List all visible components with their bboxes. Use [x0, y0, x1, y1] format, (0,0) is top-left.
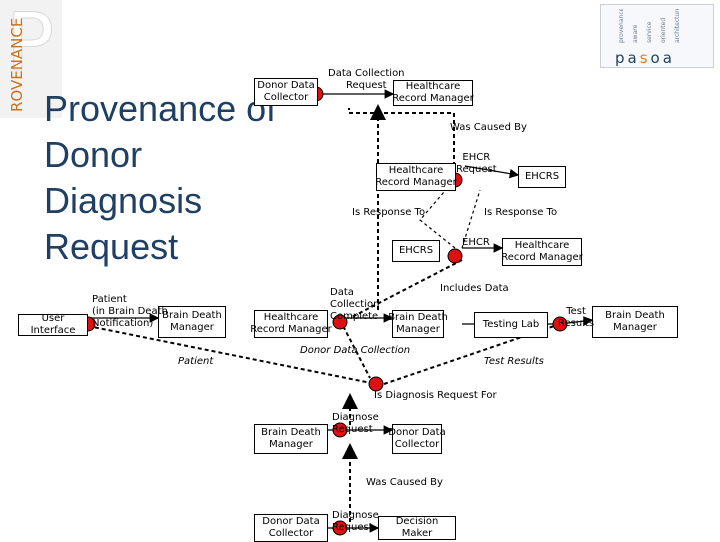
decision-maker-box: Decision Maker	[378, 516, 456, 540]
was-caused-by-bottom-label: Was Caused By	[366, 477, 443, 488]
patient-edge-label: Patient	[178, 356, 214, 367]
hc-manager-low-box: Healthcare Record Manager	[250, 310, 332, 338]
data-collection-complete-label: Data Collection Complete	[330, 287, 380, 322]
logo-vertical-text: ROVENANCE	[8, 18, 26, 112]
is-response-to-left-label: Is Response To	[352, 207, 426, 218]
edge-is-response-to-right	[461, 189, 481, 249]
diagnose-request-1-label: Diagnose Request	[332, 412, 379, 435]
ehcrs-mid-box: EHCRS	[392, 240, 440, 262]
hc-manager-right-box: Healthcare Record Manager	[501, 238, 583, 266]
title-line: Request	[44, 226, 179, 267]
node-diagnose-request-2	[332, 520, 348, 536]
donor-collector-center-box: Donor Data Collector	[388, 424, 446, 454]
pasoa-logo: provenance aware service oriented archit…	[600, 4, 714, 68]
provenance-logo: P ROVENANCE	[0, 0, 62, 118]
node-data-collection-complete	[332, 314, 348, 330]
bd-manager-mid-box: Brain Death Manager	[388, 310, 448, 338]
svg-text:provenance: provenance	[618, 9, 625, 43]
is-diagnosis-request-for-label: Is Diagnosis Request For	[374, 390, 497, 401]
ehcrs-top-box: EHCRS	[518, 166, 566, 188]
donor-collector-bottom-box: Donor Data Collector	[254, 514, 328, 542]
diagnose-request-2-label: Diagnose Request	[332, 510, 379, 533]
node-diagnose-request-1	[332, 422, 348, 438]
edge-ehcr-request-to-ehcrs	[464, 165, 520, 179]
edge-includes-data	[349, 259, 463, 319]
ehcr-request-label: EHCR Request	[456, 152, 497, 175]
includes-data-label: Includes Data	[440, 283, 509, 294]
bd-manager-center-box: Brain Death Manager	[254, 424, 328, 454]
page-title: Provenance of Donor Diagnosis Request	[44, 86, 324, 270]
ehcr-label: EHCR	[462, 237, 490, 248]
svg-text:oriented: oriented	[660, 18, 667, 43]
node-ehcr	[447, 248, 463, 264]
title-line: Provenance of	[44, 88, 277, 129]
node-convergence	[368, 376, 384, 392]
dc-request-label: Data Collection Request	[328, 68, 405, 91]
hc-manager-mid-box: Healthcare Record Manager	[375, 163, 457, 191]
testing-lab-box: Testing Lab	[474, 312, 548, 338]
donor-collector-top-box: Donor Data Collector	[254, 78, 318, 106]
svg-text:aware: aware	[632, 24, 639, 43]
test-results-edge-label: Test Results	[484, 356, 544, 367]
logo-word: pasoa	[615, 49, 675, 67]
svg-text:architecture: architecture	[674, 9, 681, 43]
user-interface-box: User Interface	[18, 313, 88, 336]
svg-text:service: service	[646, 21, 653, 43]
patient-label: Patient (in Brain Death Notification)	[92, 294, 168, 329]
title-line: Donor	[44, 134, 143, 175]
test-results-label: Test Results	[558, 306, 595, 329]
hc-manager-top-box: Healthcare Record Manager	[392, 80, 474, 106]
node-test-results	[552, 316, 568, 332]
bd-manager-left-box: Brain Death Manager	[158, 306, 226, 338]
is-response-to-right-label: Is Response To	[484, 207, 558, 218]
donor-data-collection-label: Donor Data Collection	[300, 345, 411, 356]
logo-stripes: provenance aware service oriented archit…	[618, 9, 681, 43]
edge-donor-data-collection	[339, 319, 371, 379]
was-caused-by-top-label: Was Caused By	[450, 122, 527, 133]
edge-was-caused-by-top	[348, 108, 455, 166]
bd-manager-right-box: Brain Death Manager	[592, 306, 678, 338]
logo-letter: P	[6, 0, 54, 89]
title-line: Diagnosis	[44, 180, 203, 221]
edge-is-response-to-left	[419, 184, 456, 249]
